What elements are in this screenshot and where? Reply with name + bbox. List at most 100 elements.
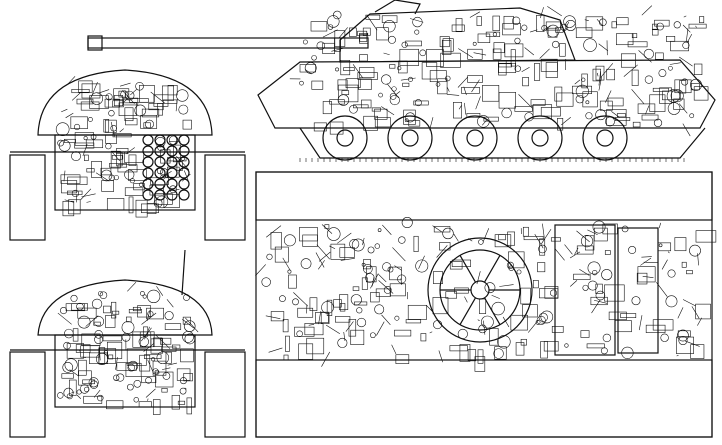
component [383,286,392,294]
component [161,388,168,393]
component [398,60,408,74]
pipe [598,43,609,52]
component [128,169,147,181]
pipe [67,76,76,84]
component [391,86,397,92]
component [429,70,447,83]
component [339,294,349,310]
shell [166,145,178,157]
pipe [141,327,152,342]
component [693,63,703,75]
component [110,124,117,132]
component [498,234,506,241]
component [93,321,101,326]
component [611,21,617,29]
component [407,304,427,320]
pipe [656,282,668,297]
component [564,343,569,348]
pipe [376,321,385,336]
component [514,106,533,112]
component [113,88,130,101]
component [510,314,528,331]
component [606,68,615,81]
component [667,102,681,115]
pipe [82,144,88,157]
component [402,82,410,87]
pipe [542,25,551,31]
component [491,301,505,316]
component [97,394,104,402]
pipe [97,89,110,94]
component [292,298,299,306]
component [512,16,521,25]
pipe [574,247,579,255]
component [656,22,664,31]
component [150,338,163,354]
component [83,395,103,404]
component [607,97,624,107]
upper-track [255,171,713,221]
component [457,328,468,339]
component [279,295,286,302]
pipe [57,312,72,325]
pipe [641,256,652,258]
pipe [400,77,416,81]
component [161,346,177,352]
pipe [687,33,693,43]
component [352,286,360,291]
pipe [426,305,435,314]
component [461,87,480,94]
component [299,64,316,73]
internal-components [57,282,199,415]
pipe [481,119,488,126]
component [333,299,342,308]
component [453,102,462,119]
component [585,112,593,120]
component [156,351,170,365]
pipe [677,307,684,319]
shell [178,178,190,190]
pipe [326,324,341,335]
component [353,104,369,109]
component [389,94,400,106]
component [126,348,147,366]
component [695,230,717,243]
pipe [95,172,110,182]
component [593,227,608,242]
component [70,116,88,129]
component [483,116,499,122]
shell [154,178,166,190]
component [105,93,113,101]
component [686,270,693,275]
pipe [477,319,480,322]
component [563,15,576,28]
pipe [130,88,138,96]
component [477,33,491,43]
component [178,104,189,115]
component [493,42,505,54]
pipe [534,233,544,249]
pipe [71,91,82,101]
component [297,307,314,318]
pipe [370,273,379,289]
component [590,296,608,306]
component [556,92,574,107]
component [102,335,122,342]
component [179,377,187,385]
component [183,294,190,301]
pipe [91,82,98,97]
component [157,144,165,152]
component [466,113,481,118]
component [74,142,95,149]
component [77,315,91,329]
component [363,264,373,274]
track [299,127,706,159]
pipe [255,264,266,276]
component [81,333,101,346]
component [299,227,318,242]
pipe [569,251,581,259]
component [285,335,290,352]
component [164,311,174,321]
component [341,90,350,95]
pipe [446,86,450,92]
